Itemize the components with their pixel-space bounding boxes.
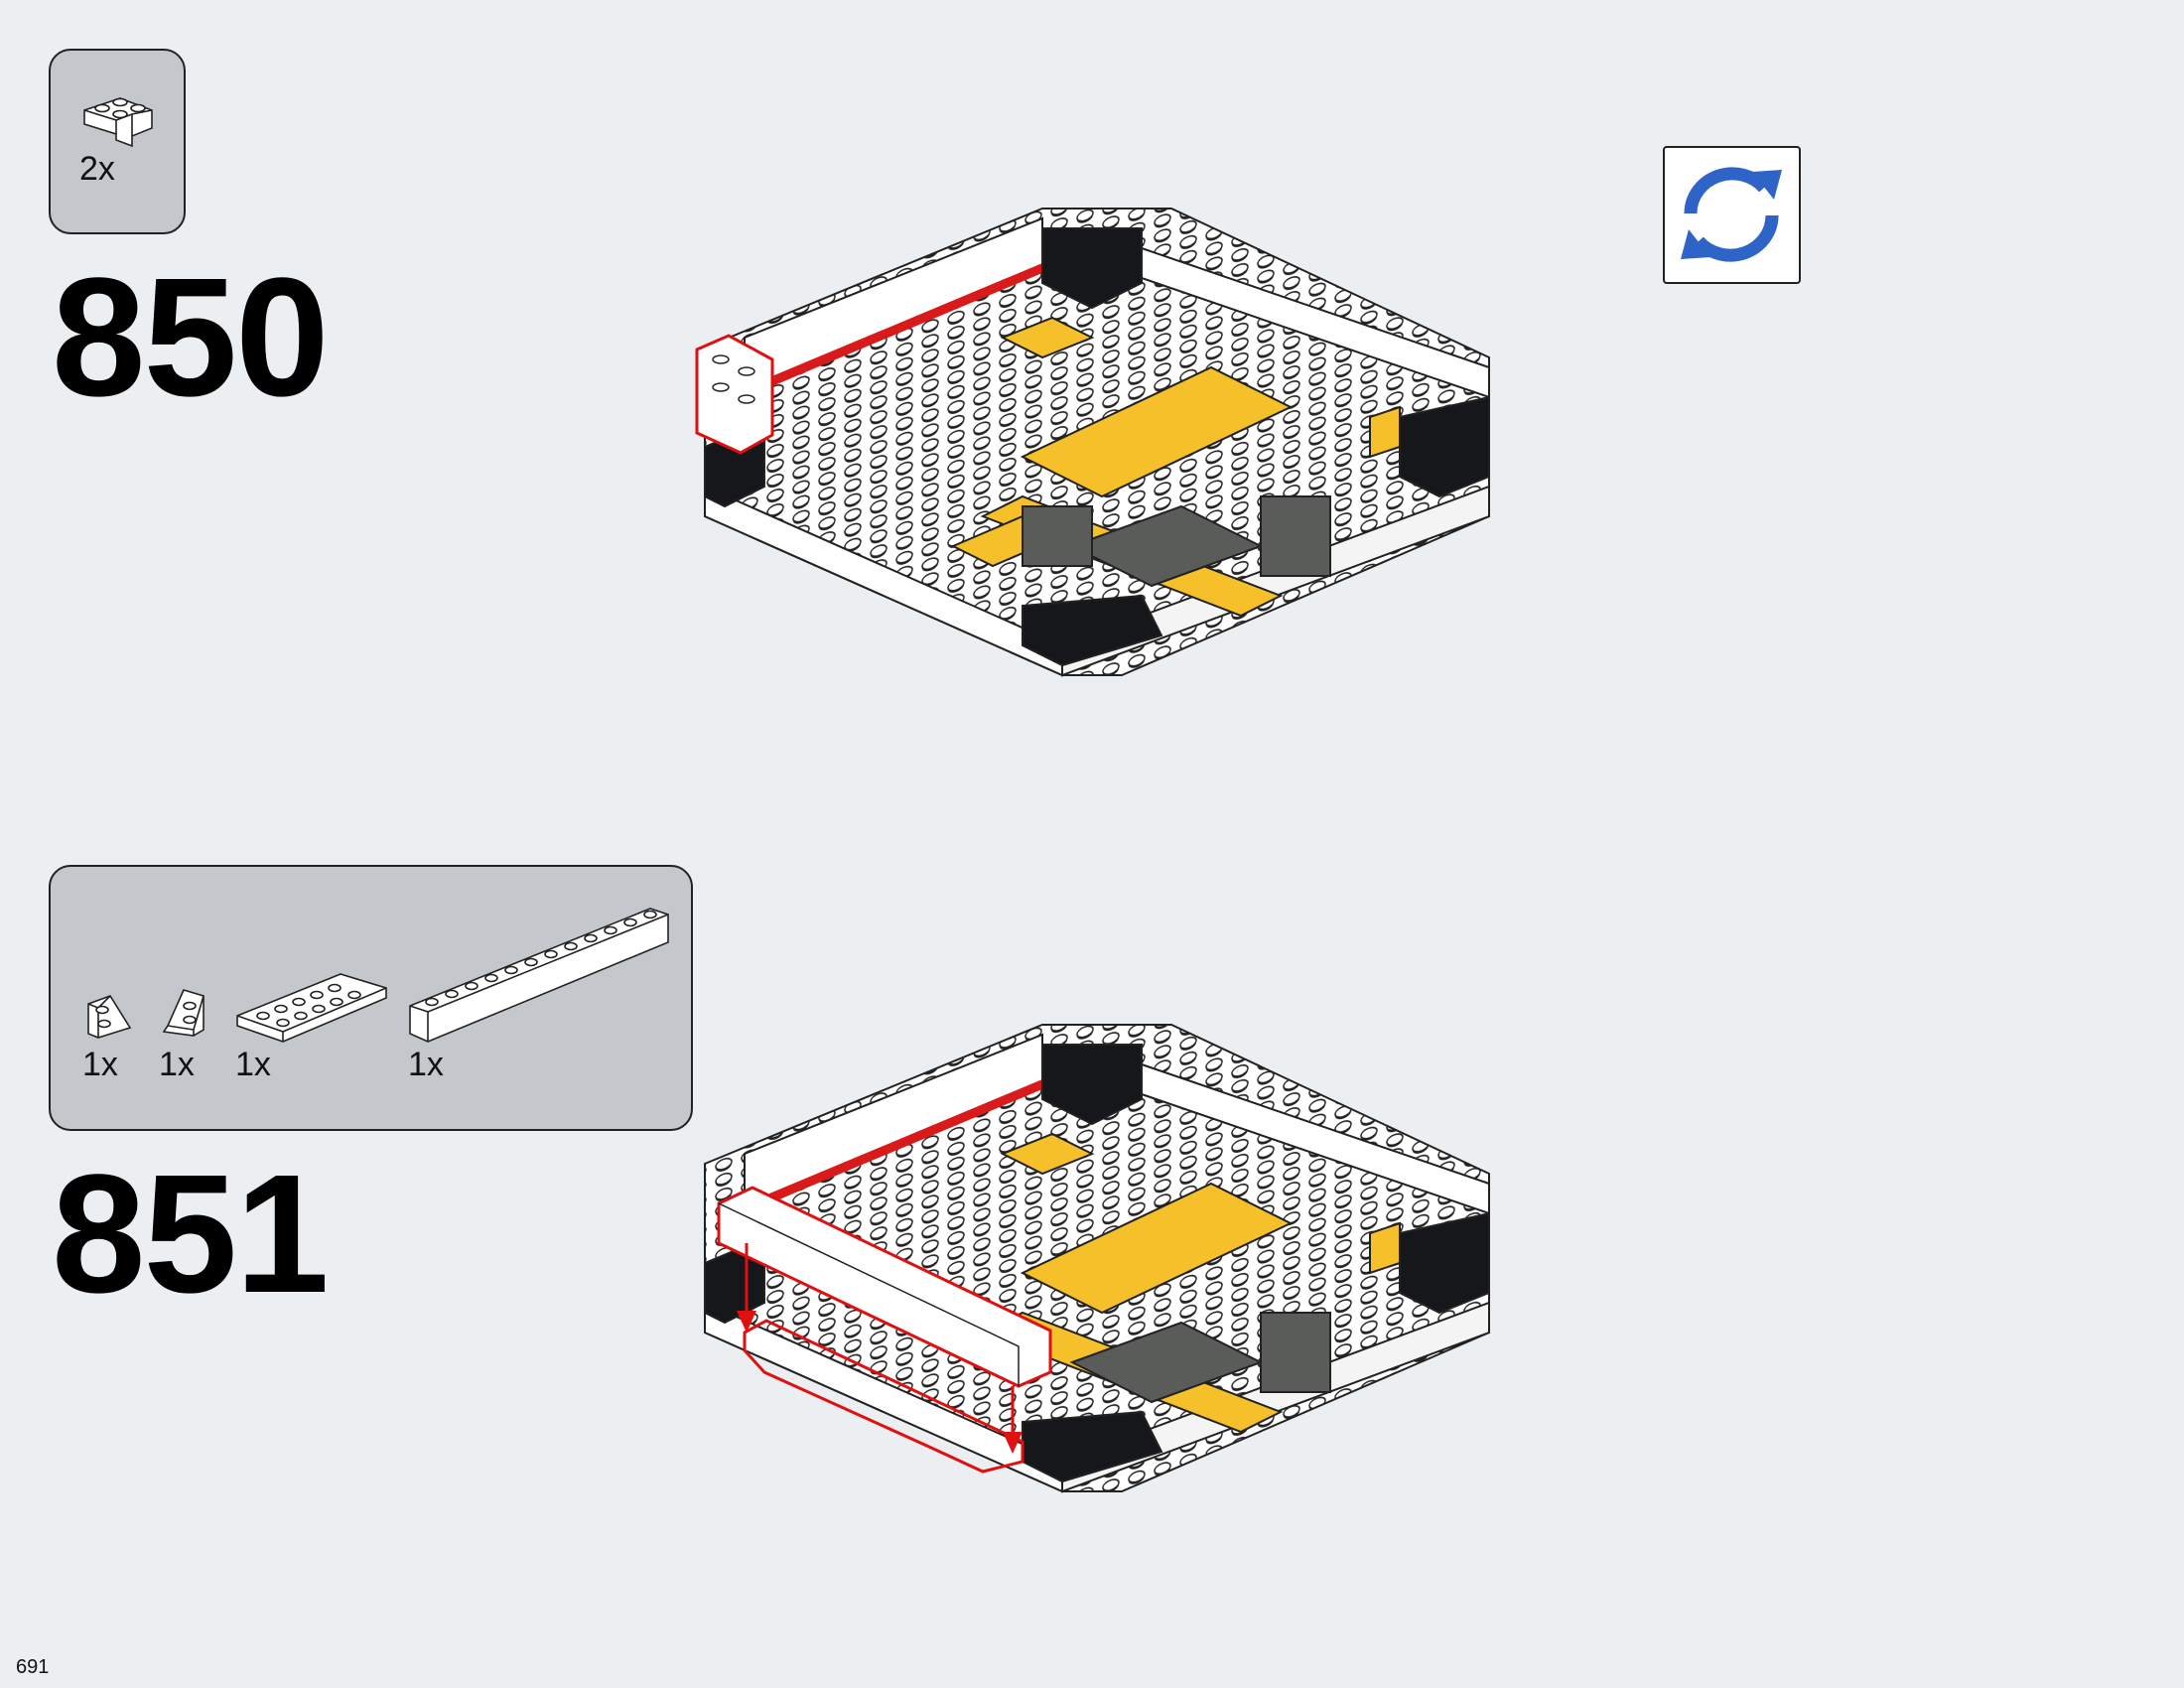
step-number-851: 851 bbox=[52, 1140, 330, 1329]
part-quantity: 1x bbox=[408, 1046, 444, 1083]
white-plate-2x6-icon bbox=[236, 973, 387, 1043]
parts-list-step-850: 2x bbox=[49, 49, 186, 234]
parts-list-step-851: 1x 1x 1x bbox=[49, 865, 693, 1131]
white-wedge-plate-right-icon bbox=[162, 989, 205, 1037]
red-callout-850 bbox=[695, 334, 774, 455]
yellow-tile-path bbox=[1020, 1182, 1294, 1315]
red-callout-851 bbox=[717, 1186, 1052, 1474]
yellow-tile-path bbox=[1020, 365, 1294, 498]
part-quantity: 1x bbox=[82, 1046, 118, 1083]
step-number-850: 850 bbox=[52, 243, 330, 432]
white-brick-1x12-icon bbox=[409, 908, 669, 1043]
white-corner-brick-icon bbox=[83, 97, 153, 148]
rotate-model-icon bbox=[1681, 167, 1782, 262]
part-quantity: 1x bbox=[159, 1046, 195, 1083]
page-number: 691 bbox=[16, 1656, 50, 1678]
part-quantity: 1x bbox=[235, 1046, 271, 1083]
model-illustration-step-851 bbox=[704, 1024, 1490, 1493]
model-illustration-step-850 bbox=[695, 208, 1490, 677]
white-wedge-plate-left-icon bbox=[87, 995, 132, 1039]
rotate-model-indicator bbox=[1663, 146, 1801, 284]
part-quantity: 2x bbox=[79, 150, 115, 188]
